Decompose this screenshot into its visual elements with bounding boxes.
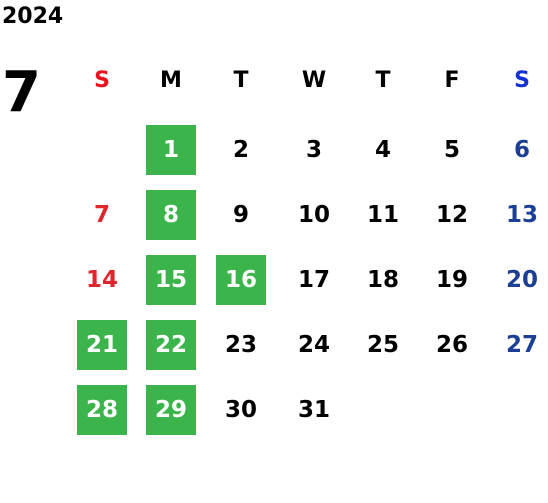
day-cell-18[interactable]: 18 xyxy=(366,267,399,293)
day-cell-2[interactable]: 2 xyxy=(232,137,249,163)
day-cell-6[interactable]: 6 xyxy=(513,137,530,163)
day-cell-12[interactable]: 12 xyxy=(435,202,468,228)
weekday-header-sat: S xyxy=(514,68,530,93)
day-cell-28[interactable]: 28 xyxy=(77,385,127,435)
day-cell-30[interactable]: 30 xyxy=(224,397,257,423)
day-cell-4[interactable]: 4 xyxy=(374,137,391,163)
day-cell-5[interactable]: 5 xyxy=(443,137,460,163)
day-cell-20[interactable]: 20 xyxy=(505,267,538,293)
day-cell-1[interactable]: 1 xyxy=(146,125,196,175)
month-number: 7 xyxy=(2,60,41,125)
weekday-header-mon: M xyxy=(160,68,182,93)
day-cell-27[interactable]: 27 xyxy=(505,332,538,358)
day-cell-10[interactable]: 10 xyxy=(297,202,330,228)
day-cell-7[interactable]: 7 xyxy=(93,202,110,228)
day-cell-15[interactable]: 15 xyxy=(146,255,196,305)
day-cell-13[interactable]: 13 xyxy=(505,202,538,228)
day-cell-31[interactable]: 31 xyxy=(297,397,330,423)
day-cell-29[interactable]: 29 xyxy=(146,385,196,435)
day-cell-24[interactable]: 24 xyxy=(297,332,330,358)
weekday-header-fri: F xyxy=(444,68,460,93)
day-cell-9[interactable]: 9 xyxy=(232,202,249,228)
day-cell-16[interactable]: 16 xyxy=(216,255,266,305)
weekday-header-wed: W xyxy=(301,68,327,93)
weekday-header-tue: T xyxy=(233,68,249,93)
day-cell-25[interactable]: 25 xyxy=(366,332,399,358)
day-cell-11[interactable]: 11 xyxy=(366,202,399,228)
day-cell-23[interactable]: 23 xyxy=(224,332,257,358)
day-cell-3[interactable]: 3 xyxy=(305,137,322,163)
day-cell-22[interactable]: 22 xyxy=(146,320,196,370)
weekday-header-sun: S xyxy=(94,68,110,93)
day-cell-21[interactable]: 21 xyxy=(77,320,127,370)
day-cell-17[interactable]: 17 xyxy=(297,267,330,293)
day-cell-8[interactable]: 8 xyxy=(146,190,196,240)
year-label: 2024 xyxy=(2,4,64,29)
weekday-header-thu: T xyxy=(375,68,391,93)
day-cell-14[interactable]: 14 xyxy=(85,267,118,293)
day-cell-19[interactable]: 19 xyxy=(435,267,468,293)
day-cell-26[interactable]: 26 xyxy=(435,332,468,358)
